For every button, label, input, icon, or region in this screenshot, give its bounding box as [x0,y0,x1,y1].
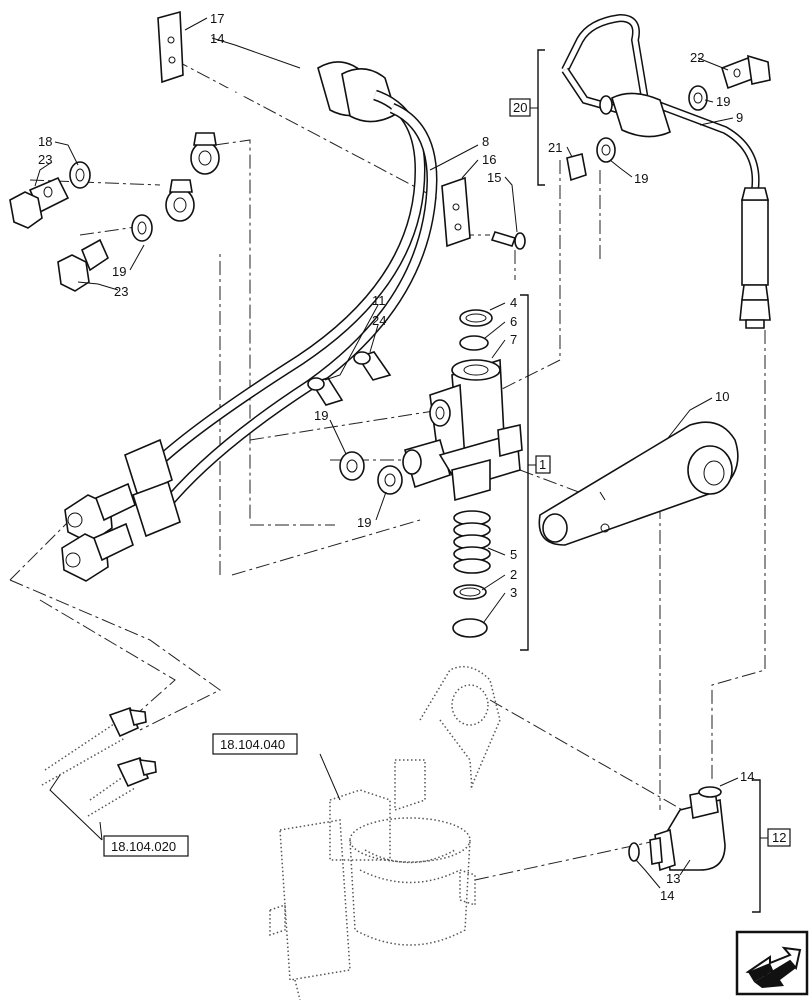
flexible-hose-8 [61,89,438,582]
phantom-assembly-cylinder [269,665,501,1001]
callout-8: 8 [482,134,489,149]
valve-body-7 [402,358,523,502]
callout-17: 17 [210,11,224,26]
callout-22: 22 [690,50,704,65]
callout-6: 6 [510,314,517,329]
sealing-washer-19-a [69,161,91,189]
callout-19-b: 19 [112,264,126,279]
bolt-24 [353,351,392,381]
callout-23-b: 23 [114,284,128,299]
bolt-16 [490,231,526,250]
callout-18: 16 [482,152,496,167]
callout-2: 2 [510,567,517,582]
o-ring-3 [452,618,488,638]
rigid-pipe-9 [561,13,771,329]
group-bracket-20 [530,49,545,186]
callout-19-d: 19 [634,171,648,186]
reference-box-top[interactable]: 18.104.040 [212,733,298,755]
callout-4: 4 [510,295,517,310]
group-bracket-12 [752,779,768,913]
group-bracket-1 [520,294,536,651]
svg-text:1: 1 [539,457,546,472]
reference-box-bottom[interactable]: 18.104.020 [103,835,189,857]
leader-lines [34,17,739,889]
callout-21: 21 [548,140,562,155]
boxed-callout-20: 20 [509,98,531,117]
svg-text:12: 12 [772,830,786,845]
elbow-fitting-13 [649,789,726,872]
callout-3: 3 [510,585,517,600]
callout-19-c: 19 [716,94,730,109]
svg-text:20: 20 [513,100,527,115]
sealing-washer-19-c [688,85,708,111]
callout-5: 5 [510,547,517,562]
callout-7: 7 [510,332,517,347]
banjo-bolt-23-lower [57,238,110,292]
svg-text:18.104.020: 18.104.020 [111,839,176,854]
o-ring-6 [459,335,489,351]
o-ring-14-bottom [628,842,640,862]
rigid-pipe-15 [165,61,397,222]
o-ring-14-top [698,786,722,798]
callout-14-top: 14 [740,769,754,784]
next-page-arrow-icon[interactable] [735,930,809,996]
circlip-2 [453,584,487,600]
callout-16: 15 [487,170,501,185]
callout-15: 14 [210,31,224,46]
seal-ring-4 [459,309,493,327]
phantom-hose-ends [41,706,157,817]
callout-9: 9 [736,110,743,125]
callout-14-bottom: 14 [660,888,674,903]
callout-19-e: 19 [314,408,328,423]
sealing-washer-19-f [377,465,403,495]
mounting-bracket-18 [441,176,471,248]
svg-text:18.104.040: 18.104.040 [220,737,285,752]
callout-11: 11 [372,293,386,308]
boxed-callout-12: 12 [767,828,791,847]
sealing-washer-19-e [339,451,365,481]
callout-19-f: 19 [357,515,371,530]
callout-19-a: 18 [38,134,52,149]
spring-5 [453,510,491,574]
callout-labels: 17 14 8 16 15 18 23 19 23 22 19 9 21 19 … [38,11,754,903]
lever-arm-10 [538,421,739,546]
callout-10: 10 [715,389,729,404]
sealing-washer-19-b [131,214,153,242]
callout-23-a: 23 [38,152,52,167]
boxed-callout-1: 1 [535,455,551,474]
bolt-22 [721,54,771,90]
bolt-11 [307,377,344,406]
callout-13: 13 [666,871,680,886]
sealing-washer-19-d [596,137,616,163]
mounting-bracket-17 [157,10,184,84]
pin-21 [566,153,587,182]
callout-24: 24 [372,313,386,328]
banjo-bolt-23-upper [9,176,70,229]
